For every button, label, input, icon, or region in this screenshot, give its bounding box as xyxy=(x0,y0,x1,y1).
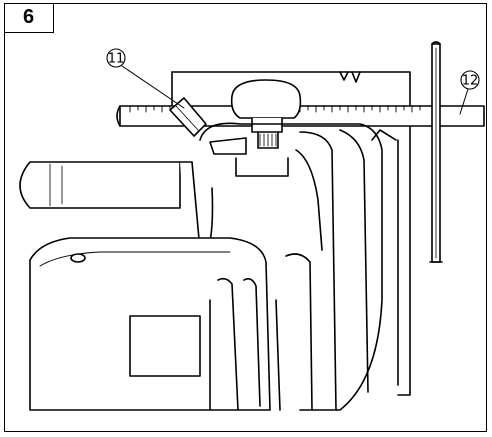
callout-11: 11 xyxy=(106,48,185,109)
figure-number: 6 xyxy=(22,6,35,28)
saw-base xyxy=(29,237,313,411)
fence-guide xyxy=(429,41,443,263)
depth-knob xyxy=(209,79,302,177)
motor-arm xyxy=(199,122,397,411)
clamp-lever xyxy=(169,97,207,137)
callout-12-label: 12 xyxy=(462,74,479,89)
rip-fence-scale xyxy=(116,105,485,127)
figure-number-tab: 6 xyxy=(4,3,54,33)
side-handle xyxy=(19,161,201,251)
callout-12: 12 xyxy=(459,70,480,115)
guard-plate xyxy=(171,71,411,396)
figure-frame xyxy=(4,3,487,432)
callout-11-label: 11 xyxy=(108,52,125,67)
